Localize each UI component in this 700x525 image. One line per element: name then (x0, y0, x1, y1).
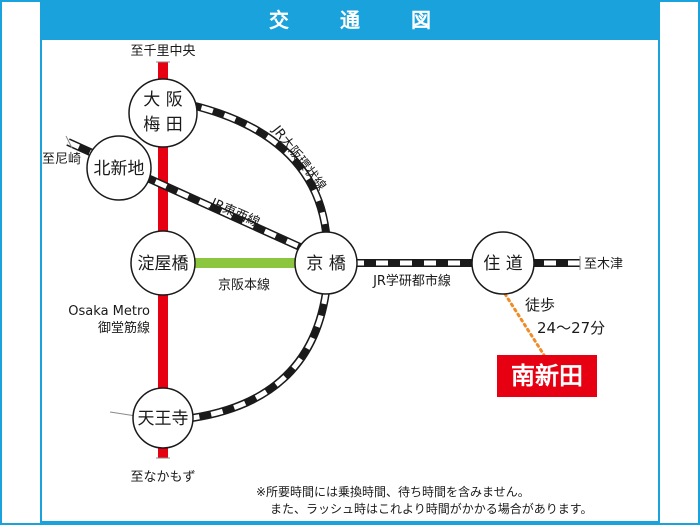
note-line-1: ※所要時間には乗換時間、待ち時間を含みません。 (256, 485, 530, 499)
label-jr-tozai: JR東西線 (207, 195, 262, 231)
destination-label: 南新田 (497, 355, 597, 397)
station-yodoyabashi-label: 淀屋橋 (138, 254, 189, 274)
amagasaki-end (65, 135, 73, 149)
direction-kizu: 至木津 (584, 257, 623, 272)
station-kyobashi: 京 橋 (294, 231, 358, 295)
label-jr-loop: JR大阪環状線 (268, 122, 329, 194)
direction-amagasaki: 至尼崎 (42, 152, 81, 167)
direction-senri-chuo: 至千里中央 (130, 44, 195, 59)
station-tennoji: 天王寺 (132, 387, 194, 449)
station-osaka-umeda: 大 阪 梅 田 (128, 78, 198, 148)
station-osaka-umeda-line1: 大 阪 (143, 90, 182, 110)
label-metro-line: 御堂筋線 (98, 320, 150, 336)
station-sumimichi-label: 住 道 (483, 254, 522, 274)
station-tennoji-label: 天王寺 (138, 409, 189, 429)
walk-time: 24～27分 (537, 319, 605, 337)
label-keihan-main: 京阪本線 (218, 277, 270, 293)
label-jr-gakkentoshi: JR学研都市線 (372, 273, 451, 289)
label-metro-name: Osaka Metro (68, 304, 150, 319)
jr-loop-line (177, 98, 330, 233)
note-line-2: また、ラッシュ時はこれより時間がかかる場合があります。 (270, 502, 593, 516)
direction-nakamozu: 至なかもず (130, 470, 195, 485)
jr-loop-line-south (191, 291, 330, 422)
station-sumimichi: 住 道 (471, 231, 535, 295)
tennoji-stub (109, 411, 137, 417)
station-kitashinchi-label: 北新地 (94, 159, 145, 179)
station-kyobashi-label: 京 橋 (306, 254, 345, 274)
walk-label: 徒歩 (525, 296, 555, 314)
station-kitashinchi: 北新地 (86, 135, 152, 201)
station-osaka-umeda-line2: 梅 田 (143, 115, 182, 135)
station-yodoyabashi: 淀屋橋 (130, 230, 196, 296)
map-title: 交 通 図 (40, 2, 660, 38)
walk-path (503, 292, 546, 357)
